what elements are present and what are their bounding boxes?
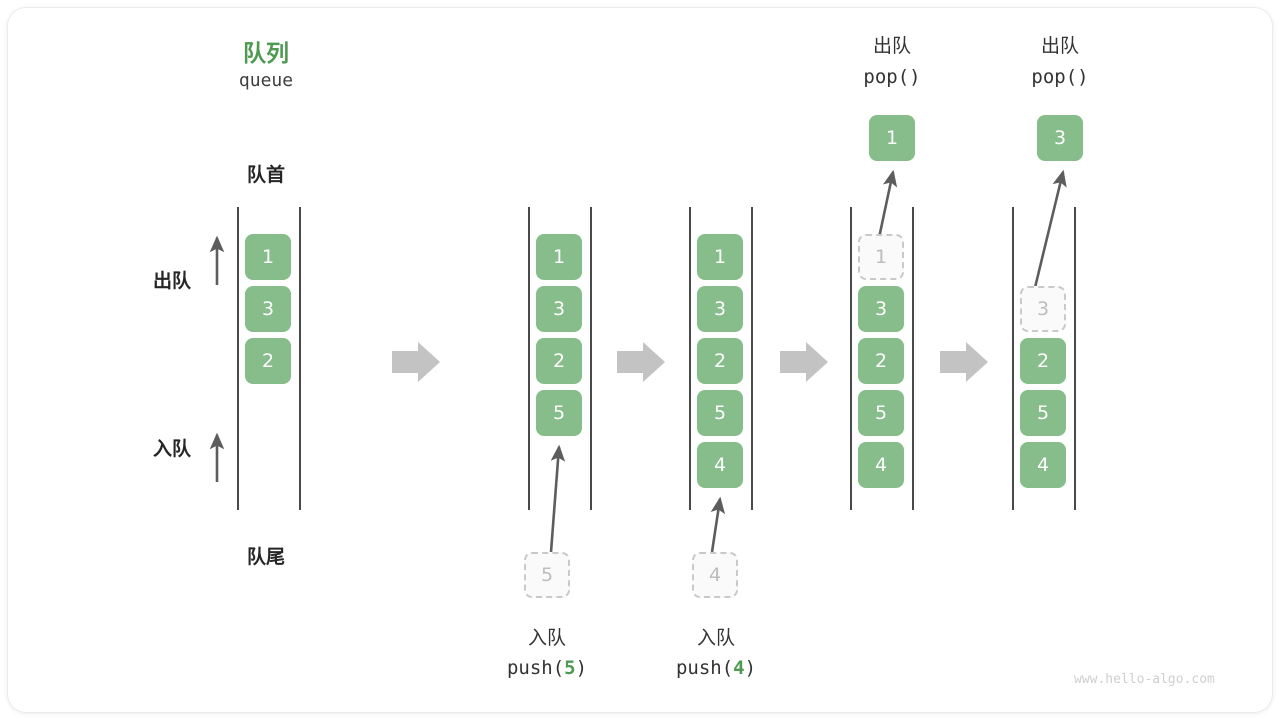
enqueue-side-label: 入队 xyxy=(152,438,191,460)
queue-rail-right xyxy=(590,207,592,510)
pop-op-label-cn: 出队 xyxy=(872,35,911,57)
pop-result-cell: 1 xyxy=(869,115,915,161)
queue-rail-left xyxy=(1012,207,1014,510)
push-op-code: push(5) xyxy=(467,657,627,679)
queue-rail-right xyxy=(299,207,301,510)
pop-op-code-suffix: ) xyxy=(909,66,921,88)
front-label: 队首 xyxy=(246,164,285,186)
push-op-code-prefix: push( xyxy=(506,657,565,679)
queue-rail-left xyxy=(528,207,530,510)
incoming-ghost-cell: 5 xyxy=(524,552,570,598)
incoming-ghost-cell: 4 xyxy=(692,552,738,598)
queue-rail-right xyxy=(1074,207,1076,510)
queue-cell: 3 xyxy=(536,286,582,332)
queue-cell: 1 xyxy=(245,234,291,280)
push-op-code-suffix: ) xyxy=(575,657,588,679)
pop-op-code: pop() xyxy=(980,66,1140,88)
push-op-code: push(4) xyxy=(636,657,796,679)
queue-cell: 2 xyxy=(858,338,904,384)
pop-op-code: pop() xyxy=(812,66,972,88)
queue-cell: 5 xyxy=(1020,390,1066,436)
queue-cell: 5 xyxy=(858,390,904,436)
queue-cell-new: 4 xyxy=(697,442,743,488)
queue-cell: 2 xyxy=(245,338,291,384)
queue-rail-right xyxy=(751,207,753,510)
pop-op-code-prefix: pop( xyxy=(1031,66,1078,88)
queue-cell: 4 xyxy=(1020,442,1066,488)
queue-cell: 1 xyxy=(536,234,582,280)
queue-cell: 3 xyxy=(245,286,291,332)
popped-ghost-cell: 1 xyxy=(858,234,904,280)
queue-cell: 2 xyxy=(1020,338,1066,384)
queue-rail-left xyxy=(237,207,239,510)
watermark: www.hello-algo.com xyxy=(1074,672,1215,687)
queue-cell: 4 xyxy=(858,442,904,488)
push-op-label-cn: 入队 xyxy=(527,627,566,649)
rear-label: 队尾 xyxy=(246,546,285,568)
push-op-code-suffix: ) xyxy=(744,657,757,679)
pop-op-code-suffix: ) xyxy=(1077,66,1089,88)
popped-ghost-cell: 3 xyxy=(1020,286,1066,332)
diagram-title-en: queue xyxy=(238,70,294,91)
queue-cell: 3 xyxy=(697,286,743,332)
queue-rail-left xyxy=(850,207,852,510)
push-op-code-prefix: push( xyxy=(675,657,734,679)
queue-cell-new: 5 xyxy=(536,390,582,436)
diagram-frame xyxy=(8,8,1272,712)
push-op-code-arg: 4 xyxy=(733,657,745,679)
queue-cell: 5 xyxy=(697,390,743,436)
push-op-label-cn: 入队 xyxy=(696,627,735,649)
queue-rail-left xyxy=(689,207,691,510)
queue-cell: 1 xyxy=(697,234,743,280)
pop-op-label-cn: 出队 xyxy=(1040,35,1079,57)
push-op-code-arg: 5 xyxy=(564,657,576,679)
dequeue-side-label: 出队 xyxy=(152,270,191,292)
queue-cell: 2 xyxy=(536,338,582,384)
queue-cell: 3 xyxy=(858,286,904,332)
pop-op-code-prefix: pop( xyxy=(863,66,910,88)
diagram-title-cn: 队列 xyxy=(243,41,289,67)
pop-result-cell: 3 xyxy=(1037,115,1083,161)
queue-cell: 2 xyxy=(697,338,743,384)
queue-rail-right xyxy=(912,207,914,510)
